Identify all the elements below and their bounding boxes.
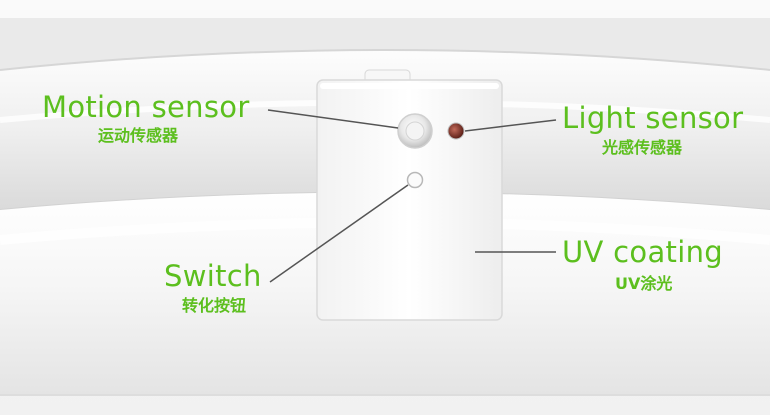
light-sensor-label-zh: 光感传感器 [602,138,683,157]
uv-coating-label-zh: UV涂光 [615,274,673,293]
switch-leader [269,184,409,283]
motion-sensor-leader [267,109,399,129]
switch-button [406,171,424,189]
bowl-top [0,18,770,70]
uv-coating-label: UV coating [562,235,723,269]
light-sensor-leader [464,119,557,132]
light-sensor-dot [447,122,465,140]
switch-label: Switch [164,259,262,293]
switch-label-zh: 转化按钮 [182,296,247,315]
motion-sensor-label-zh: 运动传感器 [98,126,179,145]
light-sensor-label: Light sensor [562,101,744,135]
motion-sensor-label: Motion sensor [42,90,250,124]
sensor-device [316,79,503,321]
